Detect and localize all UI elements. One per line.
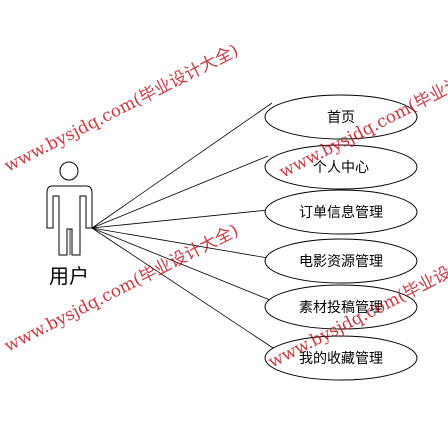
- association-line-profile: [91, 155, 269, 229]
- use-case-home: 首页: [264, 94, 418, 140]
- use-case-profile: 个人中心: [264, 144, 418, 190]
- use-case-ellipse: [264, 94, 418, 140]
- use-case-orders: 订单信息管理: [264, 189, 418, 235]
- actor-body: [46, 185, 93, 256]
- association-lines: [91, 102, 277, 351]
- use-case-ellipse: [264, 238, 418, 284]
- association-line-submissions: [91, 227, 271, 301]
- watermark-text: www.bysjdq.com(毕业设计大全): [1, 221, 242, 357]
- actor-head: [59, 161, 79, 181]
- association-line-orders: [91, 209, 269, 229]
- use-case-ellipse: [264, 144, 418, 190]
- use-case-label: 电影资源管理: [299, 254, 383, 270]
- actor-user: 用户: [46, 161, 93, 288]
- use-case-movies: 电影资源管理: [264, 238, 418, 284]
- use-case-label: 素材投稿管理: [299, 300, 383, 316]
- use-case-ellipse: [264, 189, 418, 235]
- use-case-label: 个人中心: [313, 160, 369, 176]
- actor-label: 用户: [49, 264, 89, 288]
- association-line-movies: [91, 227, 269, 259]
- watermark-text: www.bysjdq.com(毕业设计大全): [1, 41, 242, 177]
- use-case-label: 订单信息管理: [299, 204, 383, 221]
- use-case-submissions: 素材投稿管理: [264, 284, 418, 330]
- use-case-ellipse: [264, 335, 418, 381]
- use-case-label: 我的收藏管理: [299, 351, 383, 367]
- use-case-favorites: 我的收藏管理: [264, 335, 418, 381]
- association-line-home: [91, 102, 273, 229]
- use-case-label: 首页: [327, 110, 355, 126]
- use-case-ellipse: [264, 284, 418, 330]
- association-line-favorites: [91, 227, 277, 351]
